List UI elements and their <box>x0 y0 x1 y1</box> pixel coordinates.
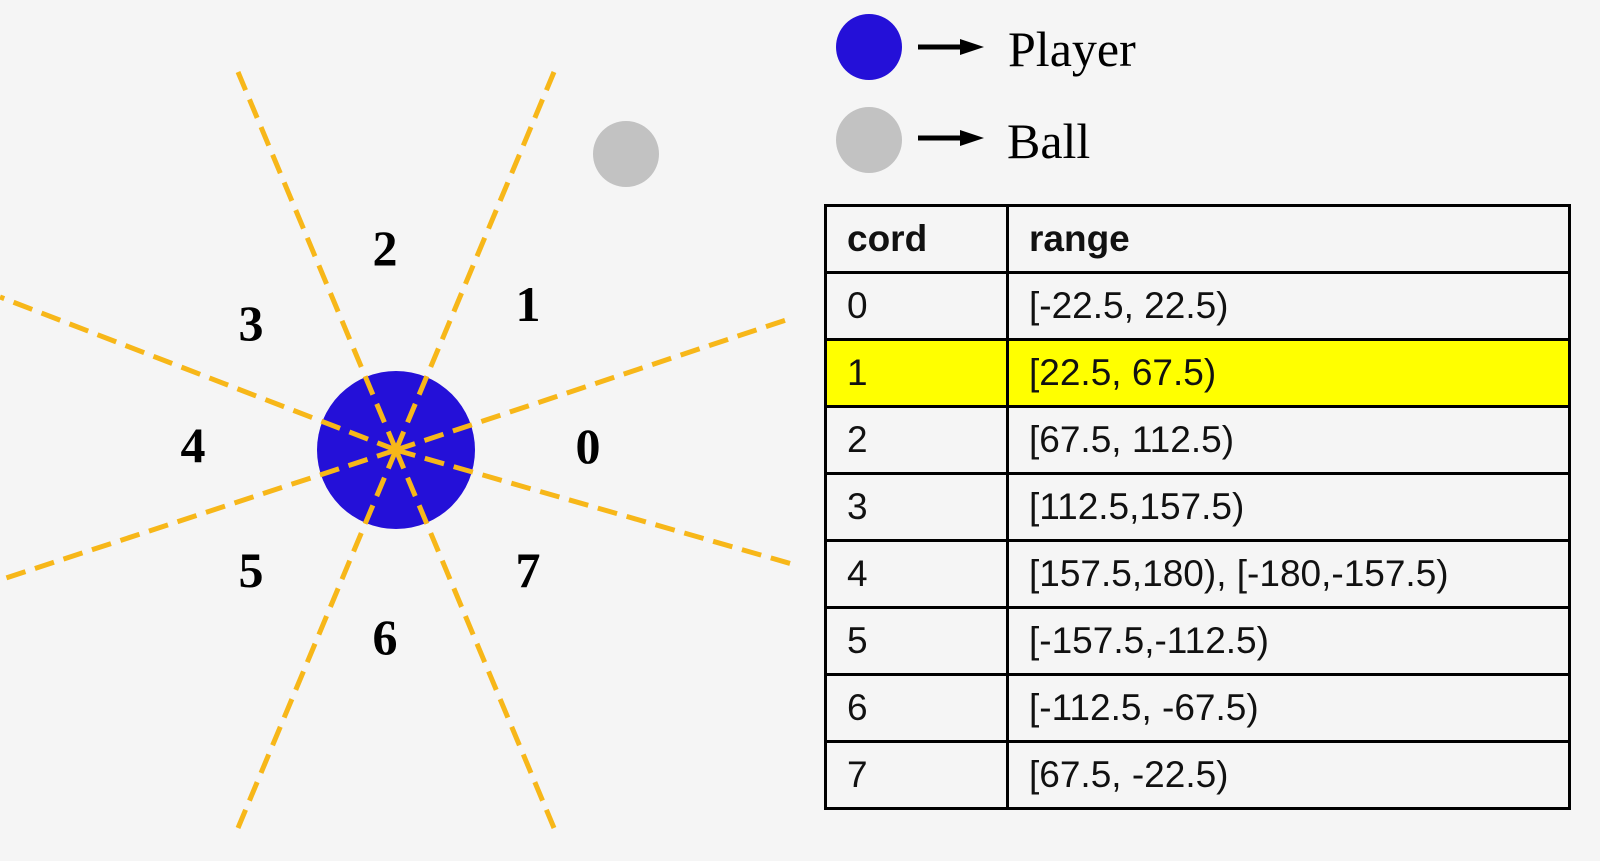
range-cell: [157.5,180), [-180,-157.5) <box>1006 539 1571 609</box>
ball-legend-swatch <box>836 107 902 173</box>
legend-label-player: Player <box>1008 21 1136 77</box>
divider-line-east-up <box>395 315 793 453</box>
header-range: range <box>1006 204 1571 274</box>
range-cell: [67.5, 112.5) <box>1006 405 1571 475</box>
player-legend-swatch <box>836 14 902 80</box>
divider-line-nw <box>235 71 399 451</box>
range-cell: [22.5, 67.5) <box>1006 338 1571 408</box>
cord-range-table: cord range 0 [-22.5, 22.5) 1 [22.5, 67.5… <box>824 204 1571 810</box>
sector-divider-lines <box>0 71 793 829</box>
sector-labels: 0 1 2 3 4 5 6 7 <box>181 220 601 665</box>
range-cell: [112.5,157.5) <box>1006 472 1571 542</box>
sector-label-2: 2 <box>373 220 398 276</box>
divider-line-east-down <box>395 447 793 567</box>
table-header-row: cord range <box>824 204 1571 274</box>
sector-label-0: 0 <box>576 418 601 474</box>
table-row: 7 [67.5, -22.5) <box>824 740 1571 810</box>
sector-label-1: 1 <box>516 276 541 332</box>
cord-cell: 5 <box>824 606 1009 676</box>
range-cell: [67.5, -22.5) <box>1006 740 1571 810</box>
range-cell: [-157.5,-112.5) <box>1006 606 1571 676</box>
legend-label-ball: Ball <box>1007 113 1090 169</box>
legend-item-player: Player <box>836 14 1136 80</box>
sector-label-3: 3 <box>239 295 264 351</box>
ball-circle <box>593 121 659 187</box>
cord-cell: 2 <box>824 405 1009 475</box>
divider-line-west-down <box>0 447 397 583</box>
legend-item-ball: Ball <box>836 107 1090 173</box>
divider-line-ne <box>393 71 557 451</box>
cord-cell: 6 <box>824 673 1009 743</box>
table-row: 4 [157.5,180), [-180,-157.5) <box>824 539 1571 609</box>
sector-label-7: 7 <box>516 542 541 598</box>
cord-cell: 3 <box>824 472 1009 542</box>
table-row: 5 [-157.5,-112.5) <box>824 606 1571 676</box>
divider-line-west-up <box>0 294 397 453</box>
range-cell: [-22.5, 22.5) <box>1006 271 1571 341</box>
sector-label-4: 4 <box>181 417 206 473</box>
table-row: 2 [67.5, 112.5) <box>824 405 1571 475</box>
divider-line-se <box>393 449 557 829</box>
cord-cell: 0 <box>824 271 1009 341</box>
cord-cell: 7 <box>824 740 1009 810</box>
header-cord: cord <box>824 204 1009 274</box>
table-row: 6 [-112.5, -67.5) <box>824 673 1571 743</box>
arrow-right-icon <box>918 39 984 55</box>
table-row: 3 [112.5,157.5) <box>824 472 1571 542</box>
table-row-highlighted: 1 [22.5, 67.5) <box>824 338 1571 408</box>
sector-label-6: 6 <box>373 609 398 665</box>
cord-cell: 1 <box>824 338 1009 408</box>
table-row: 0 [-22.5, 22.5) <box>824 271 1571 341</box>
arrow-right-icon <box>918 130 984 146</box>
legend: Player Ball <box>836 14 1136 173</box>
cord-cell: 4 <box>824 539 1009 609</box>
range-cell: [-112.5, -67.5) <box>1006 673 1571 743</box>
divider-line-sw <box>235 449 399 829</box>
sector-label-5: 5 <box>239 542 264 598</box>
